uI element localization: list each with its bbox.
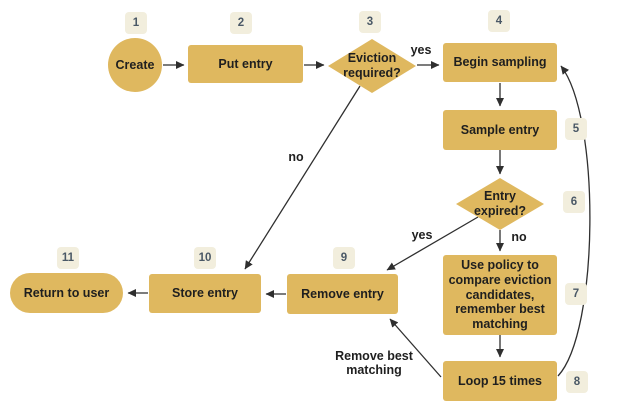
badge-step-2: 2 (230, 12, 252, 34)
edge-label-remove-best-matching: Remove best matching (335, 349, 413, 378)
node-loop-15-times: Loop 15 times (443, 361, 557, 401)
node-create: Create (108, 38, 162, 92)
badge-step-11: 11 (57, 247, 79, 269)
edge-loop-remove-best-remove-entry (389, 318, 442, 378)
node-return-to-user-label: Return to user (23, 285, 110, 300)
node-remove-entry-label: Remove entry (301, 286, 384, 301)
badge-step-1: 1 (125, 12, 147, 34)
edge-expired-yes-remove-entry (386, 216, 479, 271)
edge-eviction-no-store-entry (244, 85, 361, 270)
badge-step-10: 10 (194, 247, 216, 269)
node-begin-sampling-label: Begin sampling (453, 55, 547, 70)
badge-step-9: 9 (333, 247, 355, 269)
edge-label-eviction-yes: yes (410, 43, 432, 57)
node-store-entry-label: Store entry (172, 286, 238, 301)
node-create-label: Create (115, 57, 155, 72)
node-begin-sampling: Begin sampling (443, 43, 557, 82)
node-sample-entry-label: Sample entry (460, 122, 540, 137)
edge-label-expired-yes: yes (411, 228, 433, 242)
node-use-policy: Use policy to compare eviction candidate… (443, 255, 557, 335)
edge-loop-back-begin-sampling (557, 65, 591, 377)
node-use-policy-label: Use policy to compare eviction candidate… (448, 258, 552, 332)
edge-label-eviction-no: no (288, 150, 304, 164)
node-return-to-user: Return to user (10, 273, 123, 313)
node-loop-15-times-label: Loop 15 times (457, 373, 543, 388)
node-entry-expired-label: Entry expired? (473, 189, 527, 218)
node-sample-entry: Sample entry (443, 110, 557, 150)
node-put-entry: Put entry (188, 45, 303, 83)
badge-step-8: 8 (566, 371, 588, 393)
node-eviction-required-label: Eviction required? (343, 51, 401, 80)
badge-step-5: 5 (565, 118, 587, 140)
badge-step-3: 3 (359, 11, 381, 33)
badge-step-4: 4 (488, 10, 510, 32)
badge-step-6: 6 (563, 191, 585, 213)
node-remove-entry: Remove entry (287, 274, 398, 314)
node-store-entry: Store entry (149, 274, 261, 313)
node-put-entry-label: Put entry (218, 56, 273, 71)
edge-label-expired-no: no (511, 230, 527, 244)
badge-step-7: 7 (565, 283, 587, 305)
